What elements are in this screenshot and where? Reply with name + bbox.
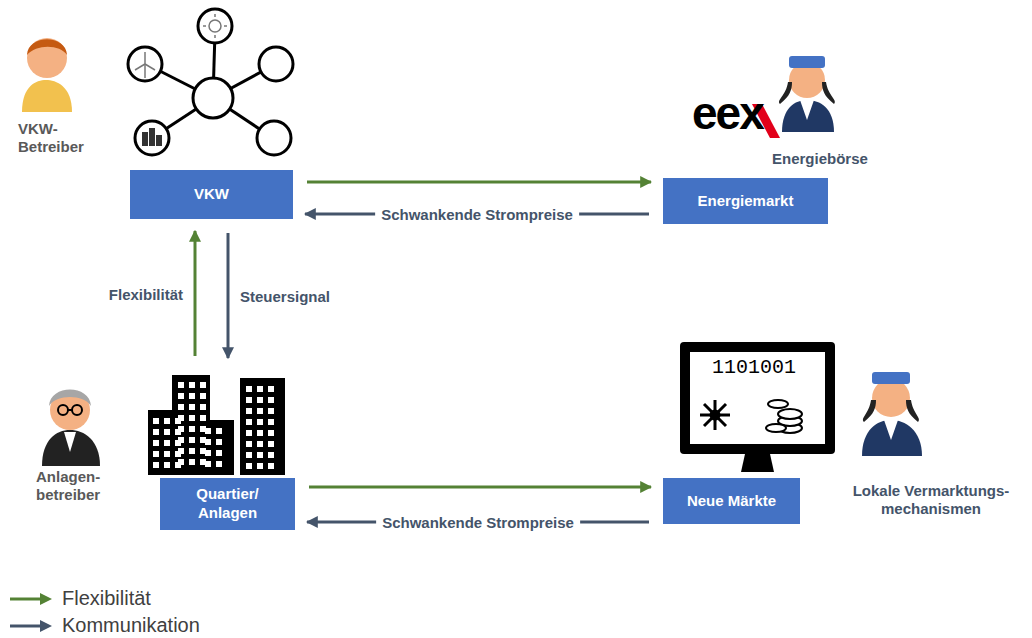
flow-arrow xyxy=(309,486,651,489)
flow-arrow xyxy=(194,231,197,356)
label-text: 1101001 xyxy=(712,356,812,380)
process-box: Energiemarkt xyxy=(663,178,828,224)
edge-label: Flexibilität xyxy=(103,284,189,303)
wind-symbol xyxy=(135,52,155,78)
node-text: Quartier/ Anlagen xyxy=(160,478,295,530)
process-box: Neue Märkte xyxy=(663,478,800,524)
edge-label: Schwankende Strompreise xyxy=(375,205,579,224)
building-windows xyxy=(153,382,274,469)
flow-arrow xyxy=(307,181,651,184)
node-text: Neue Märkte xyxy=(687,492,776,511)
node-text: Energiemarkt xyxy=(698,192,794,211)
flow-arrow xyxy=(227,233,230,358)
person-icon xyxy=(42,390,100,467)
person-icon xyxy=(862,372,922,456)
site-group: Quartier/ Anlagen xyxy=(145,370,295,530)
edge-label: Steuersignal xyxy=(234,286,336,305)
label-text: VKW- Betreiber xyxy=(18,120,98,156)
legend-text: Flexibilität xyxy=(62,587,151,610)
node-text: VKW xyxy=(194,185,229,204)
sun-symbol xyxy=(203,14,227,38)
label-text: Lokale Vermarktungs- mechanismen xyxy=(836,482,1026,518)
person-icon xyxy=(779,56,835,132)
person-icon xyxy=(22,38,72,112)
legend-sample xyxy=(10,593,52,632)
monitor-icon xyxy=(680,342,835,472)
process-box: VKW xyxy=(130,170,293,219)
label-text: Energiebörse xyxy=(772,150,882,168)
edge-label: Schwankende Strompreise xyxy=(376,513,580,532)
label-text: eex xyxy=(692,86,792,141)
building-icon xyxy=(148,375,285,475)
network-icon xyxy=(128,9,293,155)
legend-text: Kommunikation xyxy=(62,614,200,637)
city-symbol xyxy=(142,128,162,146)
label-text: Anlagen- betreiber xyxy=(36,468,116,504)
